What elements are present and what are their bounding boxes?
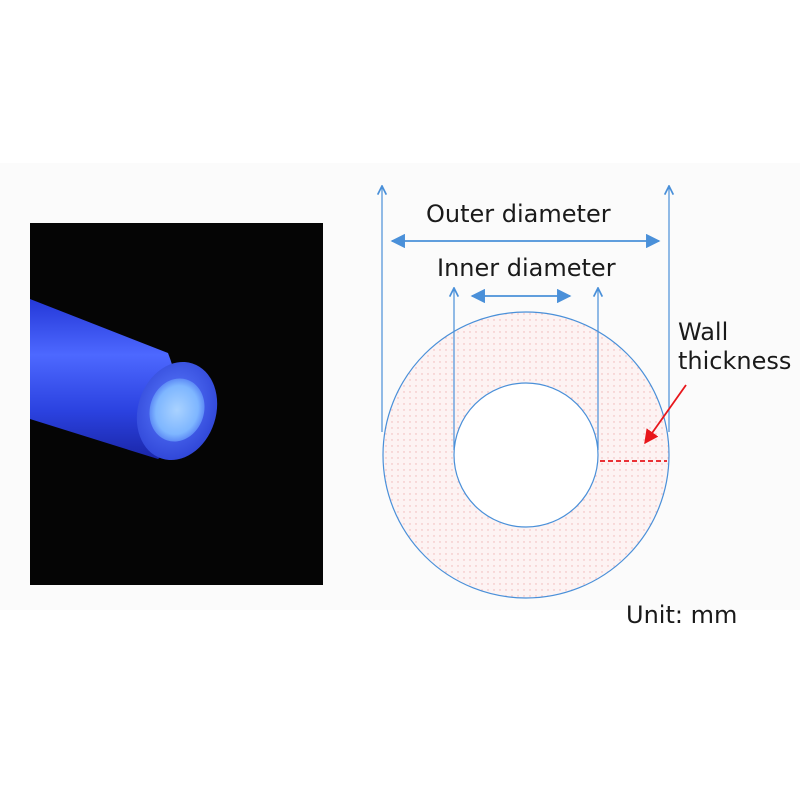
inner-circle [453, 382, 599, 528]
wall-thickness-label-line1: Wall [678, 318, 729, 346]
tube-photo [30, 223, 323, 585]
wall-pointer-arrow [644, 384, 687, 445]
unit-label: Unit: mm [626, 601, 738, 629]
outer-diameter-label: Outer diameter [426, 200, 611, 228]
tube-bore [149, 378, 205, 442]
inner-diameter-label: Inner diameter [437, 254, 616, 282]
wall-thickness-label-line2: thickness [678, 347, 792, 375]
